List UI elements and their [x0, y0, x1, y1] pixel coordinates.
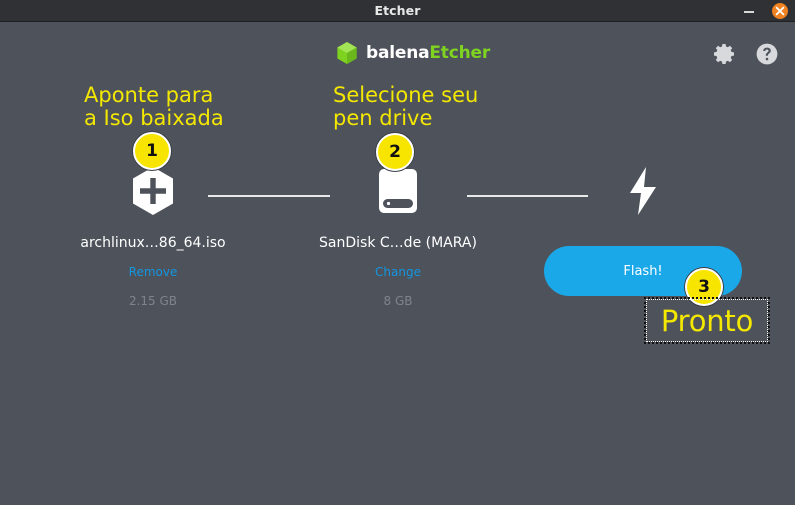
gear-icon[interactable]: [713, 42, 737, 66]
step-select-image: archlinux…86_64.iso Remove 2.15 GB: [53, 160, 253, 308]
drive-size: 8 GB: [383, 294, 413, 308]
annotation-step2-text: Selecione seu pen drive: [333, 83, 479, 130]
annotation-badge-1: 1: [133, 132, 171, 170]
annotation-badge-2: 2: [376, 133, 414, 171]
image-file-name: archlinux…86_64.iso: [80, 235, 226, 251]
close-icon: [775, 6, 785, 16]
step-select-drive: SanDisk C…de (MARA) Change 8 GB: [298, 160, 498, 308]
step-flash: [543, 160, 743, 222]
brand-name-primary: balena: [366, 42, 430, 63]
image-file-size: 2.15 GB: [128, 294, 178, 308]
brand-name-secondary: Etcher: [429, 42, 491, 63]
minimize-button[interactable]: [741, 4, 757, 18]
connector-line-1: [208, 195, 330, 197]
step-3-icon-wrap: [543, 160, 743, 222]
annotation-pronto-box: Pronto: [644, 297, 770, 344]
title-bar: Etcher: [0, 0, 795, 22]
flash-button[interactable]: Flash!: [544, 246, 742, 296]
annotation-pronto-text: Pronto: [660, 303, 754, 338]
annotation-badge-3: 3: [685, 268, 723, 306]
connector-line-2: [467, 195, 588, 197]
drive-name: SanDisk C…de (MARA): [319, 235, 477, 251]
drive-icon: [379, 169, 417, 213]
remove-image-link[interactable]: Remove: [128, 265, 178, 279]
header-icon-group: [713, 42, 779, 66]
balena-cube-icon: [337, 42, 357, 64]
step-1-icon-wrap[interactable]: [53, 160, 253, 222]
window-title: Etcher: [374, 3, 421, 18]
add-image-hexagon-plus-icon: [133, 167, 173, 215]
close-button[interactable]: [772, 3, 788, 19]
brand-name: balenaEtcher: [366, 42, 491, 63]
brand-logo: balenaEtcher: [336, 38, 490, 68]
change-drive-link[interactable]: Change: [375, 265, 421, 279]
lightning-bolt-icon: [630, 167, 656, 215]
step-2-icon-wrap[interactable]: [298, 160, 498, 222]
question-mark-icon[interactable]: [755, 42, 779, 66]
annotation-step1-text: Aponte para a Iso baixada: [84, 83, 224, 130]
brand-bar: balenaEtcher: [0, 38, 795, 68]
